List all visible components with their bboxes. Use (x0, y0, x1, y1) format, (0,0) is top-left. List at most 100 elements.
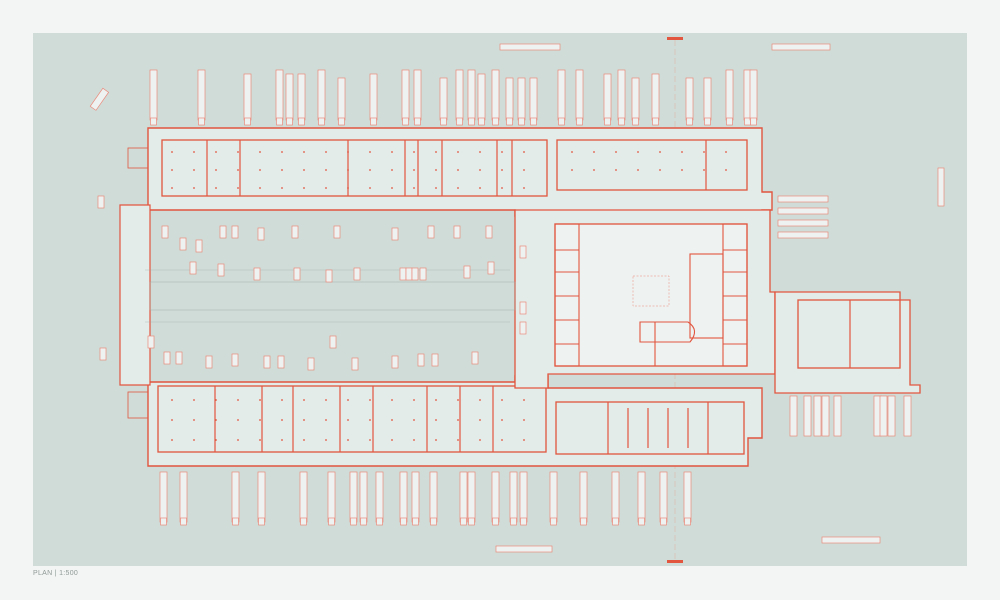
column-point (457, 399, 459, 401)
truck-south (375, 471, 384, 523)
column-point (593, 151, 595, 153)
column-point (303, 399, 305, 401)
column-point (479, 419, 481, 421)
truck-cab (328, 517, 335, 526)
column-point (457, 439, 459, 441)
truck-cab (652, 117, 659, 126)
truck-cab (460, 517, 467, 526)
truck-north (439, 77, 448, 121)
truck-south (549, 471, 558, 523)
column-point (413, 419, 415, 421)
column-point (281, 399, 283, 401)
car (217, 263, 225, 277)
truck-north (651, 73, 660, 121)
car (257, 227, 265, 241)
column-point (171, 187, 173, 189)
truck-cab (478, 117, 485, 126)
truck-cab (258, 517, 265, 526)
truck-cab (286, 117, 293, 126)
column-point (259, 419, 261, 421)
truck-cab (704, 117, 711, 126)
column-point (171, 439, 173, 441)
car (487, 261, 495, 275)
car (485, 225, 493, 239)
truck-north (455, 69, 464, 121)
truck-south (467, 471, 476, 523)
column-point (369, 151, 371, 153)
car (179, 237, 187, 251)
truck-north (631, 77, 640, 121)
truck-north (749, 69, 758, 121)
truck-cab (492, 517, 499, 526)
column-point (347, 399, 349, 401)
truck-cab (492, 117, 499, 126)
truck-cab (318, 117, 325, 126)
truck-north (725, 69, 734, 121)
truck-north (467, 69, 476, 121)
building-north (147, 127, 773, 219)
column-point (615, 151, 617, 153)
car (147, 335, 155, 349)
column-point (681, 169, 683, 171)
atrium-grid (632, 275, 670, 307)
truck-north (149, 69, 158, 121)
column-point (615, 169, 617, 171)
column-point (523, 151, 525, 153)
car (325, 269, 333, 283)
truck-dock (777, 207, 829, 215)
column-point (215, 419, 217, 421)
car (163, 351, 171, 365)
car (419, 267, 427, 281)
car (293, 267, 301, 281)
car (431, 353, 439, 367)
truck-east (833, 395, 842, 437)
truck-south (519, 471, 528, 523)
car (333, 225, 341, 239)
truck-cab (276, 117, 283, 126)
column-point (237, 419, 239, 421)
column-point (171, 151, 173, 153)
column-point (479, 439, 481, 441)
car (291, 225, 299, 239)
column-point (193, 187, 195, 189)
truck-dock (777, 231, 829, 239)
column-point (501, 151, 503, 153)
truck-cab (338, 117, 345, 126)
plan-caption: PLAN | 1:500 (33, 570, 79, 577)
trucks-layer (89, 43, 945, 553)
column-point (523, 439, 525, 441)
truck-south (411, 471, 420, 523)
car (427, 225, 435, 239)
truck-cab (244, 117, 251, 126)
truck-cab (360, 517, 367, 526)
column-point (347, 419, 349, 421)
truck-cab (232, 517, 239, 526)
column-point (479, 399, 481, 401)
car (391, 227, 399, 241)
column-point (171, 169, 173, 171)
truck-east (789, 395, 798, 437)
truck-south (683, 471, 692, 523)
column-point (215, 169, 217, 171)
truck-north (703, 77, 712, 121)
car (463, 265, 471, 279)
truck-east (879, 395, 888, 437)
truck-south (159, 471, 168, 523)
car (253, 267, 261, 281)
column-point (193, 399, 195, 401)
truck-south (299, 471, 308, 523)
truck-east (903, 395, 912, 437)
column-point (325, 399, 327, 401)
column-point (237, 169, 239, 171)
truck-parked (495, 545, 553, 553)
car (519, 245, 527, 259)
car (205, 355, 213, 369)
column-point (281, 439, 283, 441)
truck-cab (744, 117, 751, 126)
building-south (147, 375, 763, 467)
car (391, 355, 399, 369)
truck-cab (510, 517, 517, 526)
truck-north (557, 69, 566, 121)
column-point (571, 169, 573, 171)
